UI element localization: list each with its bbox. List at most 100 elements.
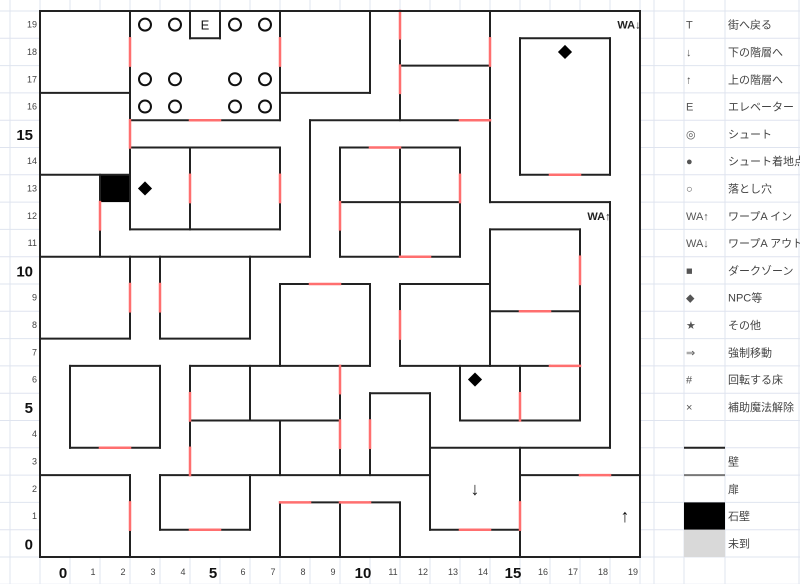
row-label: 11 xyxy=(28,238,37,248)
legend-label: 石壁 xyxy=(728,509,750,523)
elevator-label: E xyxy=(201,18,210,33)
pit-icon xyxy=(258,72,272,87)
legend-label: 未到 xyxy=(728,537,750,550)
col-label: 15 xyxy=(505,565,522,582)
row-label: 4 xyxy=(32,429,37,439)
row-label: 9 xyxy=(32,293,37,303)
col-label: 18 xyxy=(598,567,608,577)
legend-label: 強制移動 xyxy=(728,345,772,359)
legend-symbol: ● xyxy=(686,156,693,168)
row-label: 3 xyxy=(32,456,37,466)
col-label: 4 xyxy=(180,567,185,577)
npc-diamond-icon xyxy=(467,372,483,387)
legend-label: ワープA イン xyxy=(728,210,792,223)
row-label: 10 xyxy=(16,263,33,280)
legend-stone-swatch xyxy=(684,502,725,530)
legend-unvisited-swatch xyxy=(684,529,725,557)
col-label: 7 xyxy=(270,567,275,577)
pit-icon xyxy=(168,99,182,114)
outer-wall xyxy=(39,10,641,558)
legend-symbol: ■ xyxy=(686,265,693,277)
legend-symbol: ◆ xyxy=(686,293,695,305)
stairs-up-icon: ↑ xyxy=(621,506,630,526)
row-label: 13 xyxy=(27,183,37,193)
legend-symbol: ★ xyxy=(686,320,696,332)
walls xyxy=(39,10,641,558)
legend-label: シュート着地点 xyxy=(728,154,800,168)
col-label: 1 xyxy=(90,567,95,577)
legend-label: 上の階層へ xyxy=(728,72,783,86)
legend-label: その他 xyxy=(728,319,761,332)
legend-symbol: # xyxy=(686,375,693,387)
col-label: 14 xyxy=(478,567,488,577)
pit-icon xyxy=(138,17,152,32)
pit-icon xyxy=(168,17,182,32)
col-label: 17 xyxy=(568,567,578,577)
row-label: 6 xyxy=(32,375,37,385)
legend-label: 街へ戻る xyxy=(728,18,772,32)
col-label: 10 xyxy=(355,565,372,582)
row-label: 14 xyxy=(27,156,37,166)
col-label: 8 xyxy=(300,567,305,577)
pit-icon xyxy=(258,17,272,32)
col-label: 5 xyxy=(209,565,217,582)
row-label: 18 xyxy=(27,47,37,57)
legend-label: 補助魔法解除 xyxy=(728,400,794,414)
legend-symbol: T xyxy=(686,20,693,32)
row-label: 5 xyxy=(25,400,33,417)
row-label: 8 xyxy=(32,320,37,330)
dark-zone-cell xyxy=(100,174,130,203)
pit-icon xyxy=(228,99,242,114)
warp-out-label: WA↓ xyxy=(617,20,640,32)
legend-label: シュート xyxy=(728,129,772,141)
legend-symbol: ⇒ xyxy=(686,347,695,359)
map-markers: E WA↓ WA↑ ↓ ↑ xyxy=(137,17,641,526)
pit-icon xyxy=(228,72,242,87)
row-label: 15 xyxy=(16,127,33,144)
col-label: 3 xyxy=(150,567,155,577)
warp-in-label: WA↑ xyxy=(587,211,610,223)
npc-diamond-icon xyxy=(557,44,573,60)
doors xyxy=(98,9,612,531)
legend-symbol: × xyxy=(686,402,692,414)
row-label: 0 xyxy=(25,536,33,553)
legend-label: NPC等 xyxy=(728,291,762,305)
legend-symbol: WA↑ xyxy=(686,211,709,223)
special-cells xyxy=(100,174,130,203)
pit-icon xyxy=(138,99,152,114)
row-label: 16 xyxy=(27,102,37,112)
col-label: 6 xyxy=(240,567,245,577)
legend-label: 落とし穴 xyxy=(728,181,772,195)
col-label: 9 xyxy=(330,567,335,577)
legend-symbol: ○ xyxy=(686,183,693,195)
pit-icon xyxy=(168,72,182,87)
legend-symbol: E xyxy=(686,102,693,114)
col-label: 11 xyxy=(388,567,397,577)
col-label: 12 xyxy=(418,567,428,577)
pit-icon xyxy=(228,17,242,32)
legend-label: 壁 xyxy=(728,454,739,468)
pit-icon xyxy=(138,72,152,87)
stairs-down-icon: ↓ xyxy=(471,479,480,499)
row-label: 7 xyxy=(32,347,37,357)
legend-label: エレベーター xyxy=(728,101,794,114)
legend-label: 扉 xyxy=(728,483,739,496)
legend-symbol: ↓ xyxy=(686,47,692,59)
legend-label: 回転する床 xyxy=(728,373,783,387)
col-label: 13 xyxy=(448,567,458,577)
col-label: 19 xyxy=(628,567,638,577)
col-label: 16 xyxy=(538,567,548,577)
row-label: 19 xyxy=(27,20,37,30)
col-label: 0 xyxy=(59,565,67,582)
pit-icon xyxy=(258,99,272,114)
legend-symbol: ↑ xyxy=(686,74,692,86)
legend-label: ダークゾーン xyxy=(728,263,793,277)
col-label: 2 xyxy=(120,567,125,577)
row-label: 2 xyxy=(32,484,37,494)
row-label: 12 xyxy=(27,211,37,221)
legend-symbol: ◎ xyxy=(686,129,696,141)
npc-diamond-icon xyxy=(137,181,153,196)
